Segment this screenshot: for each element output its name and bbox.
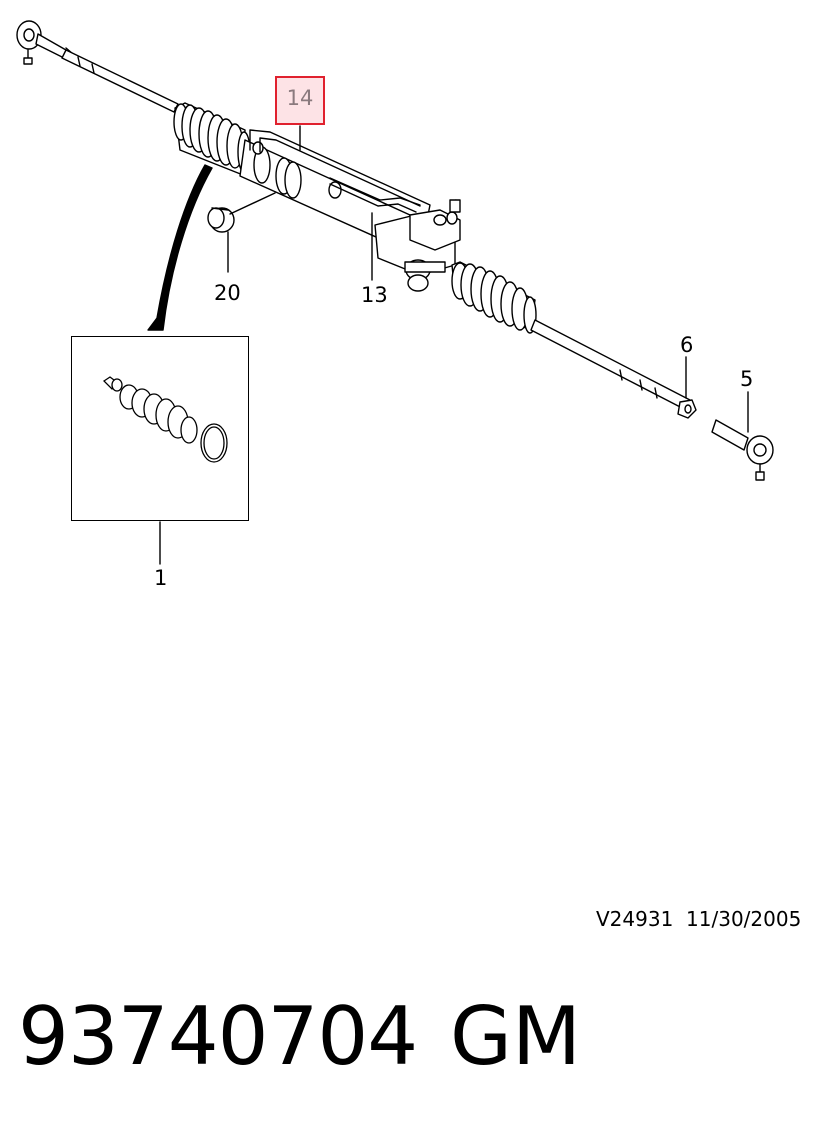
drawing-reference: V24931 11/30/2005	[596, 907, 801, 931]
right-tie-rod	[530, 319, 691, 411]
leader-lines	[159, 125, 749, 565]
pinion-housing	[374, 199, 461, 292]
callout-20[interactable]: 20	[214, 281, 241, 305]
part-number: 93740704	[18, 990, 418, 1083]
callout-13[interactable]: 13	[361, 283, 388, 307]
boot-kit-inset	[71, 336, 249, 521]
lock-nut	[677, 399, 697, 419]
manufacturer: GM	[450, 990, 582, 1083]
left-tie-rod	[61, 49, 179, 113]
callout-14[interactable]: 14	[286, 86, 314, 110]
callout-6[interactable]: 6	[680, 333, 694, 357]
bushing	[207, 207, 235, 233]
rack-housing	[239, 129, 431, 251]
callout-5[interactable]: 5	[740, 367, 754, 391]
highlight-box-14[interactable]	[275, 76, 325, 125]
right-tie-rod-end	[711, 419, 774, 481]
drawing-code: V24931	[596, 907, 674, 931]
callout-1[interactable]: 1	[154, 566, 168, 590]
left-bellows-boot	[173, 102, 251, 176]
right-bellows-boot	[451, 261, 537, 334]
drawing-date: 11/30/2005	[686, 907, 802, 931]
inset-pointer	[147, 164, 213, 331]
